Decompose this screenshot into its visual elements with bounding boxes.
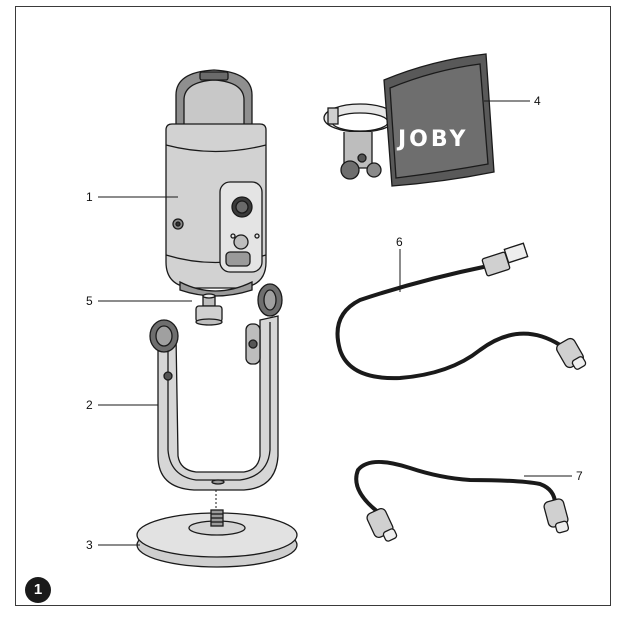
figure-frame bbox=[15, 6, 611, 606]
usb-a-to-c-cable bbox=[335, 242, 587, 381]
base-stand bbox=[136, 509, 298, 568]
figure-number-badge: 1 bbox=[25, 577, 51, 603]
usb-c-to-c-cable bbox=[354, 460, 570, 542]
callout-4: 4 bbox=[534, 94, 541, 108]
callout-1: 1 bbox=[86, 190, 93, 204]
callout-5: 5 bbox=[86, 294, 93, 308]
pop-filter bbox=[323, 53, 495, 187]
callout-2: 2 bbox=[86, 398, 93, 412]
u-yoke bbox=[149, 283, 283, 491]
joby-logo: JOBY bbox=[396, 127, 468, 152]
leader-lines bbox=[98, 100, 572, 546]
mount-screw bbox=[195, 293, 223, 326]
callout-6: 6 bbox=[396, 235, 403, 249]
callout-7: 7 bbox=[576, 469, 583, 483]
microphone bbox=[165, 69, 267, 297]
callout-3: 3 bbox=[86, 538, 93, 552]
